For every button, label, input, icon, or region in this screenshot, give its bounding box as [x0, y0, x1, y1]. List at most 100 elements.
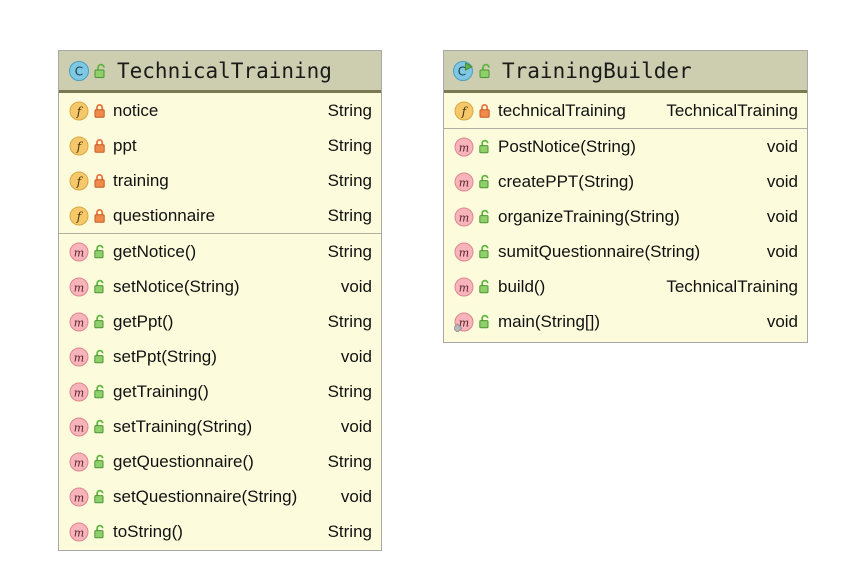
svg-text:m: m — [74, 351, 84, 364]
unlock-icon — [93, 314, 106, 329]
fields-section: f technicalTraining TechnicalTraining — [444, 93, 807, 128]
svg-text:m: m — [459, 281, 469, 294]
method-icon: m — [69, 487, 89, 507]
svg-text:m: m — [74, 421, 84, 434]
method-row[interactable]: m organizeTraining(String) void — [444, 199, 807, 234]
member-name: organizeTraining(String) — [498, 206, 680, 226]
fields-section: f notice String f — [59, 93, 381, 233]
lock-icon — [93, 103, 106, 118]
member-type: String — [327, 205, 372, 225]
svg-text:m: m — [74, 491, 84, 504]
uml-class-trainingbuilder[interactable]: C TrainingBuilder f — [443, 50, 808, 343]
methods-section: m PostNotice(String) void m — [444, 128, 807, 339]
field-row[interactable]: f notice String — [59, 93, 381, 128]
method-row[interactable]: m PostNotice(String) void — [444, 129, 807, 164]
member-name: questionnaire — [113, 205, 216, 225]
member-name: setNotice(String) — [113, 276, 240, 296]
member-name: ppt — [113, 135, 137, 155]
member-name: technicalTraining — [498, 100, 626, 120]
method-icon: m — [69, 417, 89, 437]
method-icon: m — [69, 242, 89, 262]
member-type: void — [766, 136, 798, 156]
member-name: toString() — [113, 521, 183, 541]
field-icon: f — [69, 101, 89, 121]
member-type: String — [327, 135, 372, 155]
svg-text:m: m — [74, 386, 84, 399]
member-name: getPpt() — [113, 311, 174, 331]
class-header[interactable]: C TechnicalTraining — [59, 51, 381, 93]
lock-icon — [93, 138, 106, 153]
class-header[interactable]: C TrainingBuilder — [444, 51, 807, 93]
member-type: TechnicalTraining — [666, 100, 798, 120]
unlock-icon — [478, 174, 491, 189]
method-row[interactable]: m getTraining() String — [59, 374, 381, 409]
unlock-icon — [93, 349, 106, 364]
member-type: void — [340, 416, 372, 436]
unlock-icon — [478, 314, 491, 329]
svg-text:m: m — [459, 141, 469, 154]
svg-text:m: m — [459, 211, 469, 224]
member-type: String — [327, 311, 372, 331]
svg-text:f: f — [76, 104, 84, 118]
method-row[interactable]: m createPPT(String) void — [444, 164, 807, 199]
member-type: TechnicalTraining — [666, 276, 798, 296]
member-name: setTraining(String) — [113, 416, 253, 436]
unlock-icon — [478, 279, 491, 294]
method-icon: m — [69, 382, 89, 402]
member-type: String — [327, 100, 372, 120]
method-row[interactable]: m build() TechnicalTraining — [444, 269, 807, 304]
class-icon: C — [453, 60, 475, 82]
method-icon: m — [454, 172, 474, 192]
method-row[interactable]: m toString() String — [59, 514, 381, 549]
method-icon: m — [454, 207, 474, 227]
lock-icon — [93, 173, 106, 188]
class-icon: C — [68, 60, 90, 82]
method-row[interactable]: m setTraining(String) void — [59, 409, 381, 444]
uml-class-technicaltraining[interactable]: C TechnicalTraining f — [58, 50, 382, 551]
method-row[interactable]: m getQuestionnaire() String — [59, 444, 381, 479]
field-row[interactable]: f ppt String — [59, 128, 381, 163]
svg-text:C: C — [75, 64, 83, 78]
svg-text:m: m — [74, 316, 84, 329]
svg-text:f: f — [76, 174, 84, 188]
unlock-icon — [93, 384, 106, 399]
member-name: setPpt(String) — [113, 346, 217, 366]
member-type: void — [766, 171, 798, 191]
method-row[interactable]: m setPpt(String) void — [59, 339, 381, 374]
method-icon: m — [454, 277, 474, 297]
unlock-icon — [93, 63, 108, 79]
svg-text:m: m — [74, 526, 84, 539]
method-icon-static: m — [454, 312, 474, 332]
method-row[interactable]: m sumitQuestionnaire(String) void — [444, 234, 807, 269]
method-row[interactable]: m getNotice() String — [59, 234, 381, 269]
method-row[interactable]: m main(String[]) void — [444, 304, 807, 339]
member-type: void — [340, 486, 372, 506]
field-icon: f — [69, 136, 89, 156]
member-type: String — [327, 381, 372, 401]
method-icon: m — [69, 312, 89, 332]
field-row[interactable]: f training String — [59, 163, 381, 198]
field-row[interactable]: f questionnaire String — [59, 198, 381, 233]
field-row[interactable]: f technicalTraining TechnicalTraining — [444, 93, 807, 128]
svg-text:f: f — [76, 209, 84, 223]
method-row[interactable]: m setNotice(String) void — [59, 269, 381, 304]
method-row[interactable]: m getPpt() String — [59, 304, 381, 339]
member-name: getNotice() — [113, 241, 197, 261]
member-name: sumitQuestionnaire(String) — [498, 241, 701, 261]
lock-icon — [478, 103, 491, 118]
field-icon: f — [454, 101, 474, 121]
member-name: main(String[]) — [498, 311, 601, 331]
member-name: PostNotice(String) — [498, 136, 636, 156]
method-icon: m — [69, 452, 89, 472]
member-name: createPPT(String) — [498, 171, 635, 191]
svg-text:C: C — [458, 64, 466, 78]
svg-text:m: m — [459, 316, 469, 329]
unlock-icon — [478, 244, 491, 259]
unlock-icon — [93, 454, 106, 469]
method-icon: m — [69, 347, 89, 367]
member-type: String — [327, 451, 372, 471]
method-row[interactable]: m setQuestionnaire(String) void — [59, 479, 381, 514]
svg-text:m: m — [459, 176, 469, 189]
svg-text:f: f — [76, 139, 84, 153]
member-name: build() — [498, 276, 546, 296]
